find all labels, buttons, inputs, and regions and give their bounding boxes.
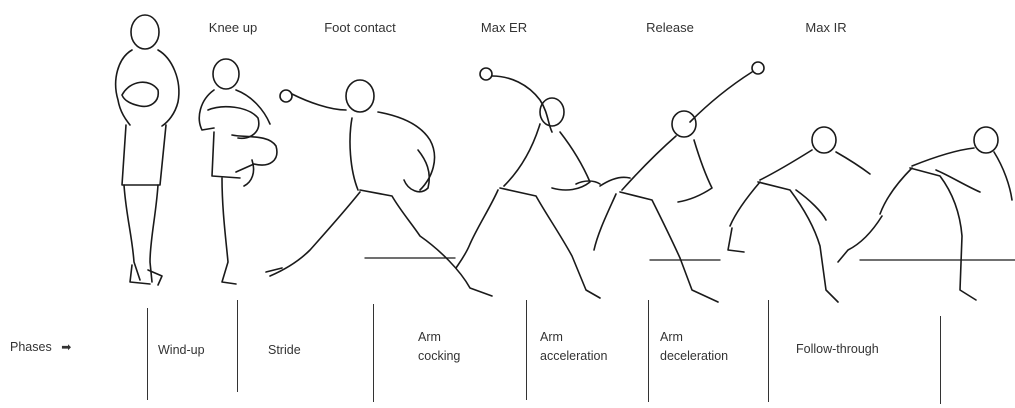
figure-knee-up (199, 59, 277, 284)
event-label-max-er: Max ER (481, 20, 527, 35)
phase-divider (373, 304, 374, 402)
event-label-foot-contact: Foot contact (324, 20, 396, 35)
phase-label-arm-cocking: Arm cocking (418, 328, 460, 366)
figure-max-er (456, 68, 600, 298)
phase-line: cocking (418, 347, 460, 366)
figure-max-ir (728, 127, 870, 302)
phase-line: Arm (540, 328, 607, 347)
phase-divider (648, 300, 649, 402)
arrow-right-icon: ➡ (61, 340, 71, 354)
phase-line: deceleration (660, 347, 728, 366)
phase-label-follow-through: Follow-through (796, 340, 879, 359)
phase-divider (237, 300, 238, 392)
phase-label-arm-acceleration: Arm acceleration (540, 328, 607, 366)
phase-divider (940, 316, 941, 404)
figure-release (594, 62, 764, 302)
phase-label-wind-up: Wind-up (158, 341, 205, 360)
phases-label: Phases (10, 340, 52, 354)
phase-line: Stride (268, 341, 301, 360)
figure-follow-through (838, 127, 1012, 300)
phase-label-arm-deceleration: Arm deceleration (660, 328, 728, 366)
phase-line: acceleration (540, 347, 607, 366)
event-label-knee-up: Knee up (209, 20, 257, 35)
phase-line: Arm (660, 328, 728, 347)
event-label-release: Release (646, 20, 694, 35)
phase-divider (147, 308, 148, 400)
phases-heading: Phases ➡ (10, 340, 71, 354)
phase-divider (526, 300, 527, 400)
phase-line: Follow-through (796, 340, 879, 359)
event-label-max-ir: Max IR (805, 20, 846, 35)
phase-divider (768, 300, 769, 402)
phase-label-stride: Stride (268, 341, 301, 360)
phase-line: Arm (418, 328, 460, 347)
figure-wind-up (116, 15, 179, 285)
phase-line: Wind-up (158, 341, 205, 360)
